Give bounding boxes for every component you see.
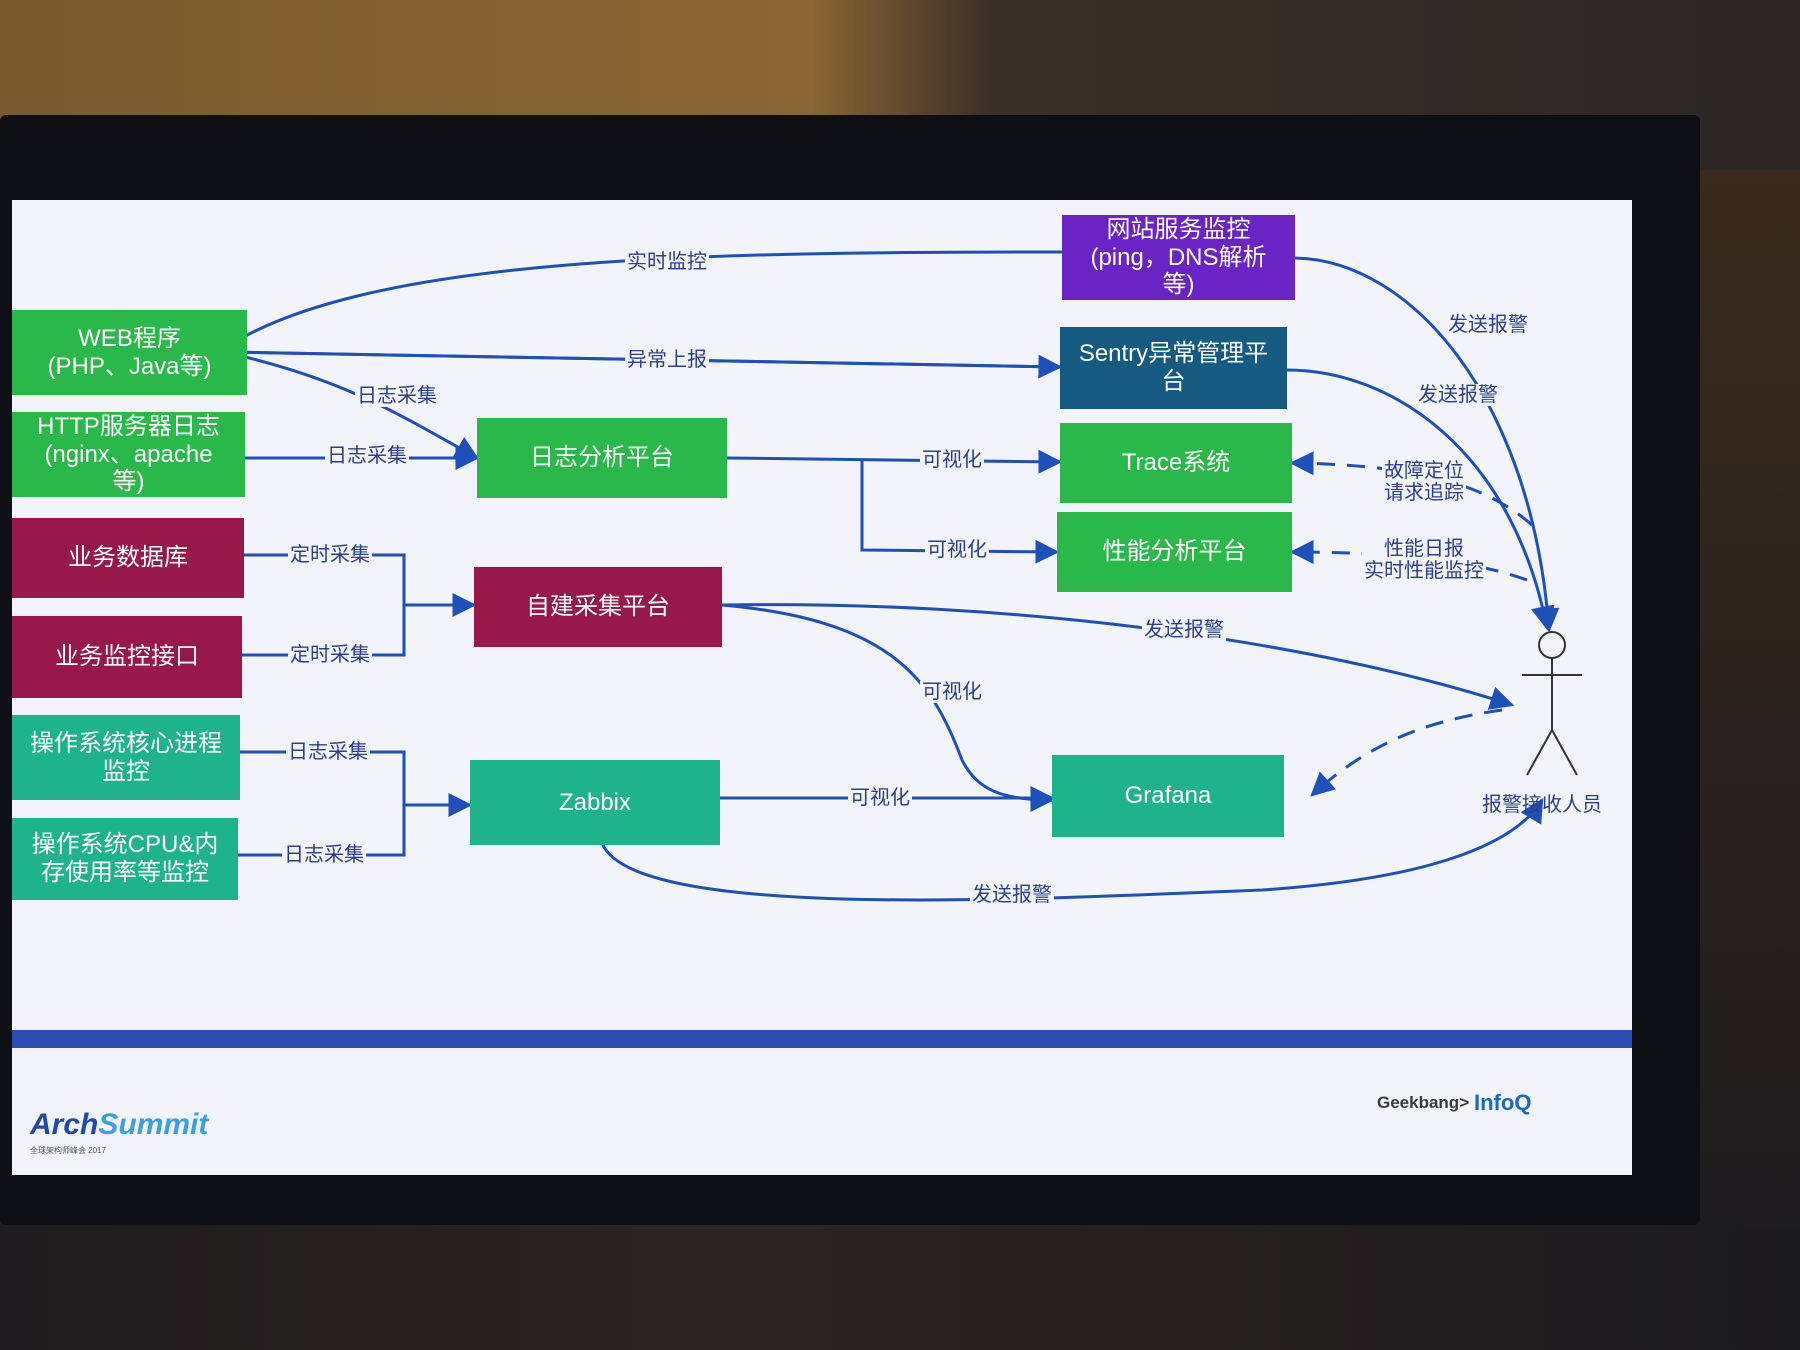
label-exception-report: 异常上报 — [625, 349, 709, 371]
edge-visualize-grafana-self — [721, 603, 1055, 812]
node-trace: Trace系统 — [1060, 423, 1292, 503]
node-biz-api: 业务监控接口 — [12, 616, 242, 698]
edge-realtime-monitor — [220, 250, 1063, 352]
node-grafana: Grafana — [1052, 755, 1284, 837]
label-visualize-trace: 可视化 — [920, 449, 984, 471]
diagram-connectors — [220, 250, 1582, 902]
slide-footer: ArchSummit 全球架构师峰会 2017 Geekbang> InfoQ — [12, 1048, 1632, 1175]
edge-alert-site — [1294, 256, 1560, 633]
node-zabbix: Zabbix — [470, 760, 720, 845]
label-alert-self: 发送报警 — [1142, 619, 1226, 641]
label-alert-site: 发送报警 — [1446, 314, 1530, 336]
edge-grafana-dashed — [1310, 708, 1503, 797]
label-realtime-monitor: 实时监控 — [625, 251, 709, 273]
edge-alert-sentry — [1286, 368, 1555, 631]
presentation-slide: WEB程序 (PHP、Java等) HTTP服务器日志 (nginx、apach… — [12, 200, 1632, 1175]
label-visualize-perf: 可视化 — [925, 539, 989, 561]
archsummit-subtitle: 全球架构师峰会 2017 — [30, 1146, 107, 1155]
node-os-proc: 操作系统核心进程 监控 — [12, 715, 240, 800]
label-fault-trace: 故障定位 请求追踪 — [1382, 460, 1466, 504]
edge-scheduled-db — [224, 553, 406, 657]
label-log-collect-web: 日志采集 — [355, 385, 439, 407]
label-alert-sentry: 发送报警 — [1416, 384, 1500, 406]
label-visualize-grafana-zabbix: 可视化 — [848, 787, 912, 809]
node-self-platform: 自建采集平台 — [474, 567, 722, 647]
label-log-collect-http: 日志采集 — [325, 445, 409, 467]
geekbang-logo: Geekbang> — [1377, 1093, 1470, 1112]
archsummit-logo: ArchSummit — [30, 1108, 209, 1141]
node-http-log: HTTP服务器日志 (nginx、apache 等) — [12, 412, 245, 497]
infoq-logo: InfoQ — [1474, 1090, 1532, 1115]
node-perf: 性能分析平台 — [1057, 512, 1292, 592]
label-visualize-grafana-self: 可视化 — [920, 681, 984, 703]
label-scheduled-api: 定时采集 — [288, 644, 372, 666]
node-log-platform: 日志分析平台 — [477, 418, 727, 498]
edge-log-collect-os — [224, 750, 406, 857]
label-log-collect-proc: 日志采集 — [286, 741, 370, 763]
label-alert-zabbix: 发送报警 — [970, 884, 1054, 906]
edge-visualize-perf — [860, 460, 1060, 564]
node-site-monitor: 网站服务监控 (ping，DNS解析 等) — [1062, 215, 1295, 300]
receiver-actor-icon — [1522, 631, 1582, 776]
edge-visualize-trace — [726, 449, 1063, 474]
node-sentry: Sentry异常管理平 台 — [1060, 327, 1287, 409]
background-floor — [0, 1225, 1800, 1350]
node-os-cpu: 操作系统CPU&内 存使用率等监控 — [12, 818, 238, 900]
edge-alert-zabbix — [600, 797, 1544, 902]
footer-band — [12, 1030, 1632, 1048]
node-web-program: WEB程序 (PHP、Java等) — [12, 310, 247, 395]
actor-label: 报警接收人员 — [1482, 794, 1602, 816]
node-biz-db: 业务数据库 — [12, 518, 244, 598]
label-perf-report: 性能日报 实时性能监控 — [1362, 538, 1486, 582]
label-log-collect-cpu: 日志采集 — [282, 844, 366, 866]
label-scheduled-db: 定时采集 — [288, 544, 372, 566]
edge-alert-self — [721, 603, 1515, 710]
